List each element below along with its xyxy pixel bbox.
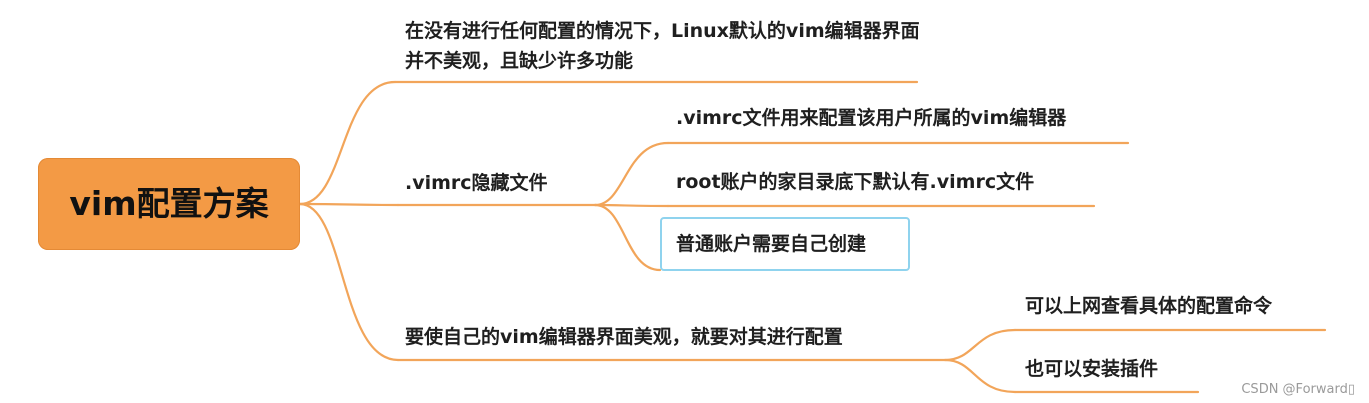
connector-branch-3-child-2 bbox=[943, 358, 1017, 394]
branch-3-child-label-1[interactable]: 可以上网查看具体的配置命令 bbox=[1025, 295, 1273, 317]
connector-branch-2-child-3 bbox=[593, 203, 662, 272]
connector-root-branch-2 bbox=[298, 202, 400, 207]
branch-2-child-label-1[interactable]: .vimrc文件用来配置该用户所属的vim编辑器 bbox=[676, 107, 1067, 129]
connector-branch-3-child-1 bbox=[943, 328, 1017, 362]
branch-node-label-1[interactable]: 在没有进行任何配置的情况下，Linux默认的vim编辑器界面并不美观，且缺少许多… bbox=[405, 20, 920, 72]
connector-branch-2-child-2 bbox=[593, 203, 670, 208]
connector-root-branch-3 bbox=[298, 202, 400, 362]
branch-2-child-label-3[interactable]: 普通账户需要自己创建 bbox=[676, 233, 867, 255]
branch-3-child-label-2[interactable]: 也可以安装插件 bbox=[1025, 358, 1159, 380]
connector-branch-2-child-1 bbox=[593, 141, 670, 207]
branch-2-child-label-2[interactable]: root账户的家目录底下默认有.vimrc文件 bbox=[676, 171, 1035, 193]
branch-node-label-2[interactable]: .vimrc隐藏文件 bbox=[405, 172, 548, 194]
watermark: CSDN @Forward▯ bbox=[1241, 382, 1355, 397]
branch-node-label-3[interactable]: 要使自己的vim编辑器界面美观，就要对其进行配置 bbox=[405, 326, 843, 348]
root-node-label: vim配置方案 bbox=[69, 184, 269, 223]
connector-root-branch-1 bbox=[298, 80, 397, 206]
highlighted-node-box bbox=[660, 217, 910, 271]
root-node[interactable] bbox=[38, 158, 300, 250]
